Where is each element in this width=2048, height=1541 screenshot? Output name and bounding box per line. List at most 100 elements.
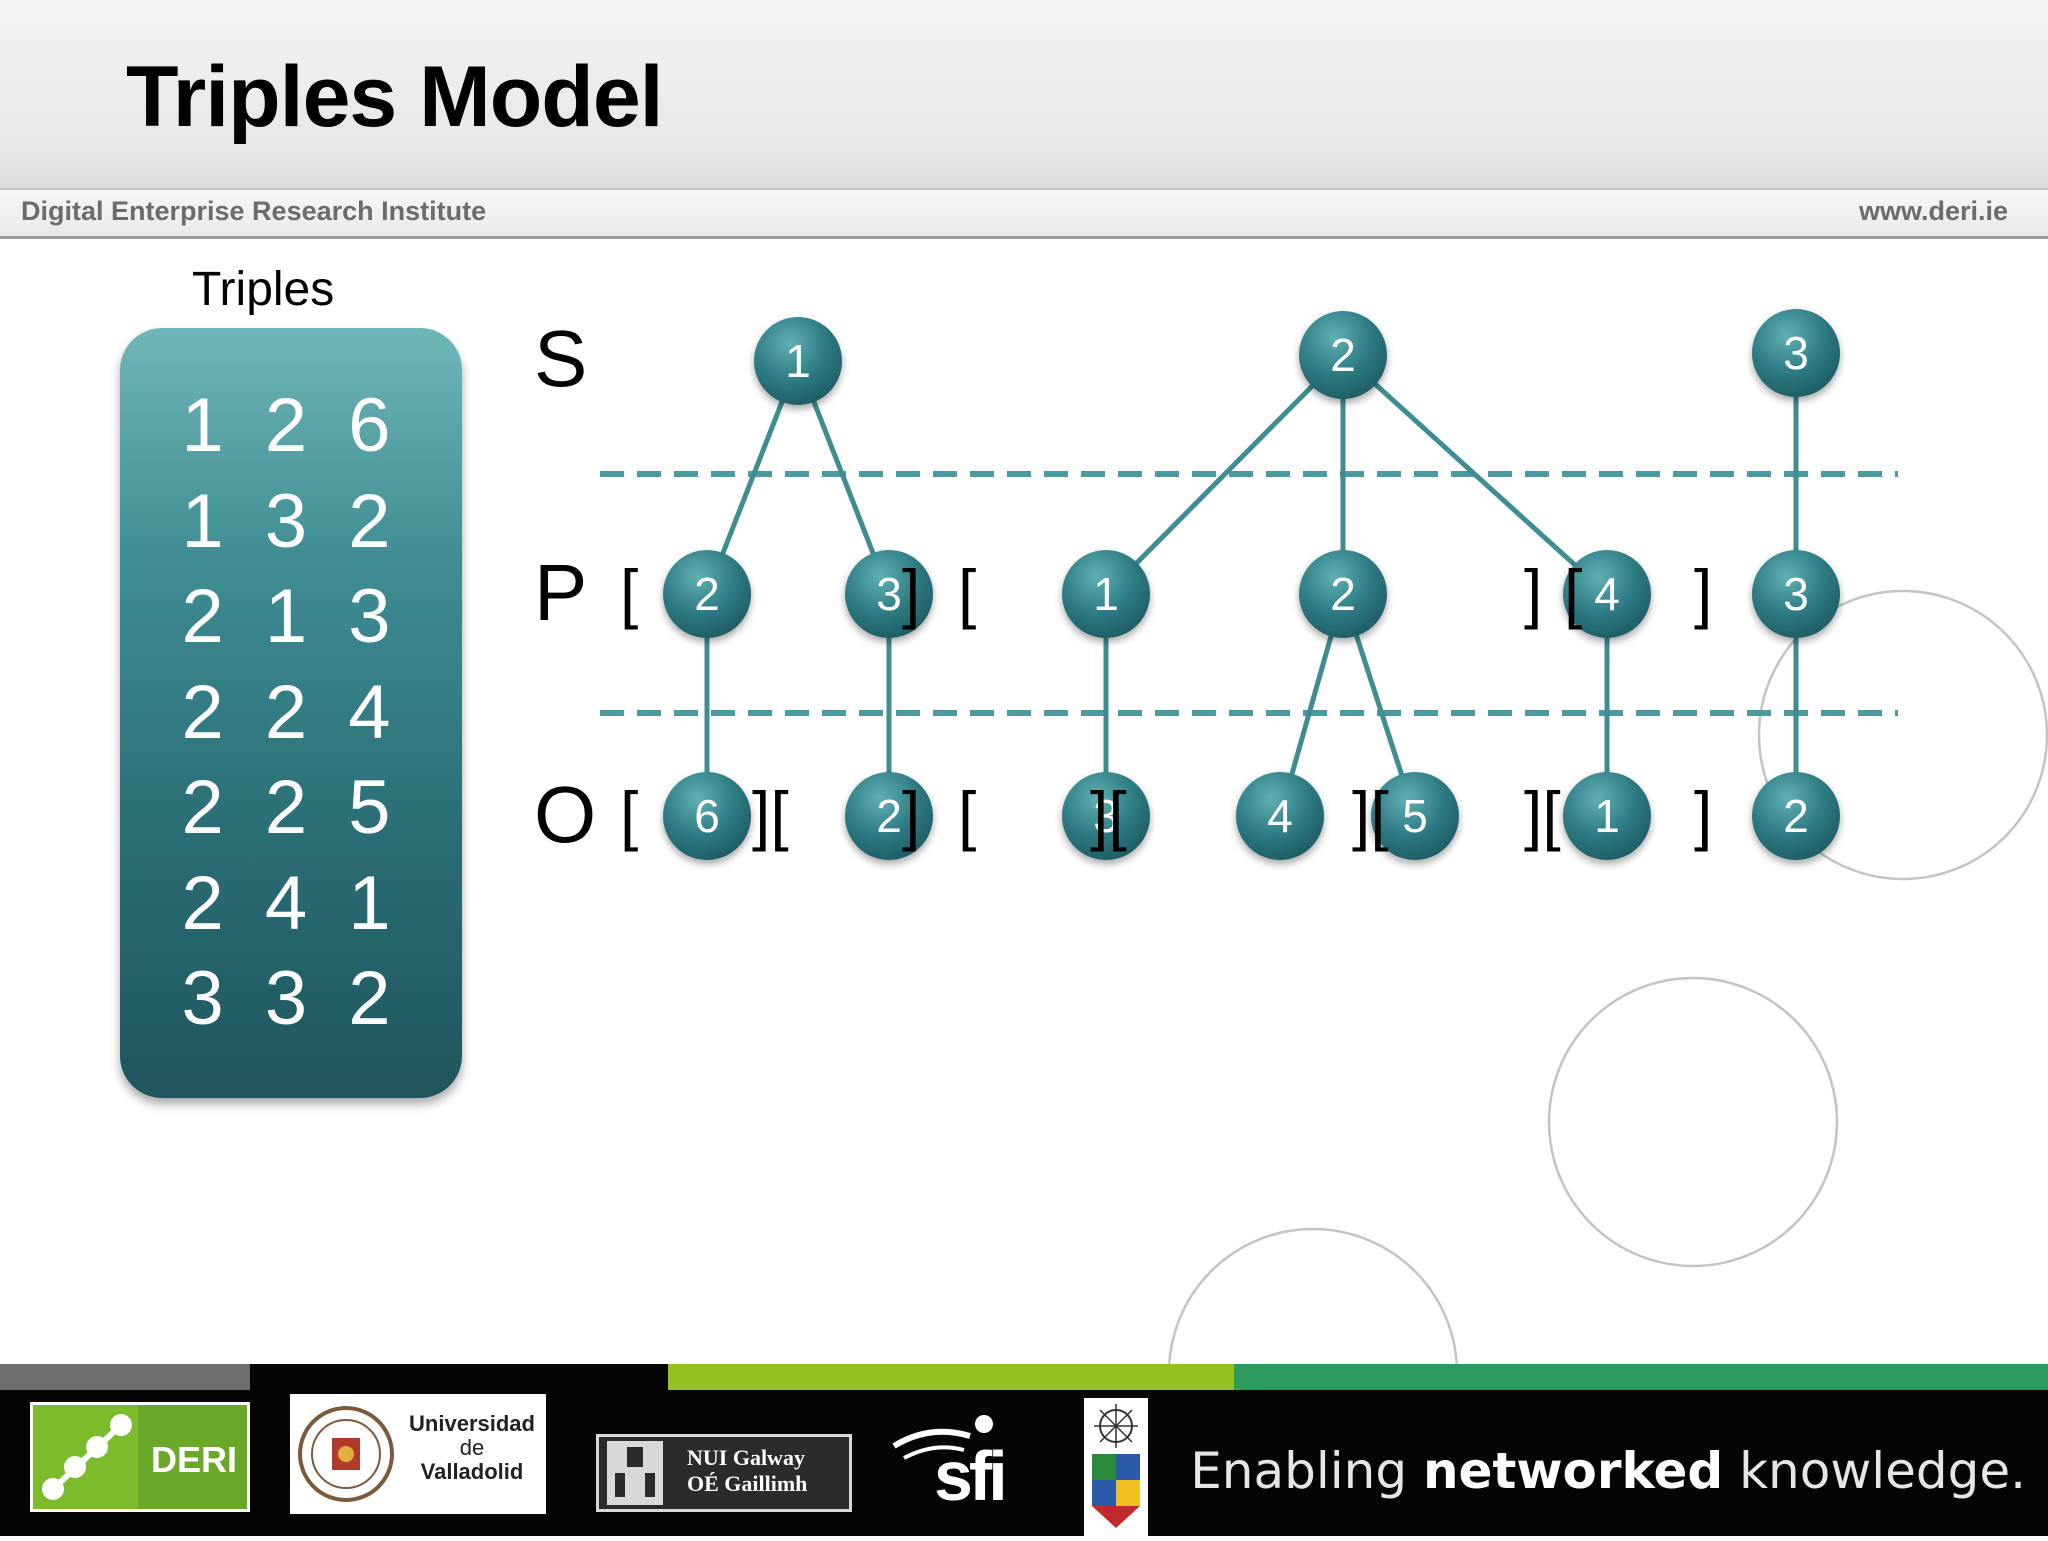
valladolid-logo-text: Universidad de Valladolid: [402, 1412, 542, 1484]
node-label: 1: [785, 335, 811, 387]
node-label: 3: [1783, 568, 1809, 620]
deri-logo-graphic: [33, 1405, 138, 1509]
bracket-close: ]: [1524, 556, 1542, 630]
node-label: 5: [1402, 790, 1428, 842]
row-label-subject: S: [534, 314, 587, 403]
triple-row: 1 2 6: [181, 383, 401, 468]
sfi-logo: sfi: [890, 1406, 1020, 1516]
triple-row: 3 3 2: [181, 956, 401, 1041]
footer-bar: DERI Universidad de Valladolid NUI Galwa…: [0, 1390, 2048, 1536]
node-label: 2: [694, 568, 720, 620]
predicate-node: 2: [663, 550, 751, 638]
node-circle: [1563, 772, 1651, 860]
node-circle: [1752, 772, 1840, 860]
triple-row: 2 1 3: [181, 574, 401, 659]
valladolid-line1: Universidad: [409, 1411, 535, 1436]
sfi-logo-text: sfi: [934, 1437, 1008, 1515]
bracket-close: ]: [902, 778, 920, 852]
nui-logo-text: NUI Galway OÉ Gaillimh: [687, 1445, 807, 1497]
node-circle: [1299, 311, 1387, 399]
edge: [1104, 353, 1345, 596]
node-circle: [845, 772, 933, 860]
predicate-node: 3: [1752, 550, 1840, 638]
node-circle: [1236, 772, 1324, 860]
nui-line2: OÉ Gaillimh: [687, 1471, 808, 1496]
tagline: Enabling networked knowledge.: [1190, 1442, 2026, 1500]
triples-list: 1 2 6 1 3 2 2 1 3 2 2 4 2 2 5 2 4 1 3 3 …: [120, 378, 462, 1047]
row-label-object: O: [534, 770, 596, 859]
node-circle: [1563, 550, 1651, 638]
valladolid-line2: de: [459, 1435, 485, 1460]
valladolid-seal-icon: [298, 1406, 394, 1502]
node-circle: [1371, 772, 1459, 860]
predicate-node: 3: [845, 550, 933, 638]
node-label: 2: [1330, 329, 1356, 381]
bracket-close: ]: [902, 556, 920, 630]
triple-row: 1 3 2: [181, 478, 401, 564]
slide-title: Triples Model: [126, 49, 664, 145]
website-url[interactable]: www.deri.ie: [1858, 196, 2008, 226]
bracket-open: [: [958, 556, 976, 630]
footer-stripe-lime: [668, 1364, 1234, 1390]
tagline-suffix: knowledge.: [1723, 1442, 2026, 1500]
decor-circle: [1757, 589, 2048, 881]
bracket-open: [: [620, 778, 638, 852]
node-circle: [1752, 550, 1840, 638]
triple-row: 2 2 4: [181, 669, 401, 755]
bracket-close: ]: [1694, 778, 1712, 852]
node-circle: [1062, 772, 1150, 860]
institute-name: Digital Enterprise Research Institute: [21, 196, 487, 226]
node-circle: [663, 772, 751, 860]
subject-node: 1: [754, 317, 842, 405]
node-circle: [663, 550, 751, 638]
node-label: 2: [1783, 790, 1809, 842]
node-label: 3: [1783, 327, 1809, 379]
object-node: 5: [1371, 772, 1459, 860]
bracket-pair: ][: [1524, 778, 1561, 852]
triple-row: 2 2 5: [181, 765, 401, 850]
edge: [1341, 353, 1609, 596]
node-label: 4: [1594, 568, 1620, 620]
nui-galway-logo: NUI Galway OÉ Gaillimh: [596, 1434, 852, 1512]
node-label: 1: [1594, 790, 1620, 842]
tagline-bold: networked: [1422, 1442, 1724, 1500]
nui-building-icon: [607, 1441, 663, 1505]
bracket-pair: ][: [1352, 778, 1389, 852]
triple-row: 2 4 1: [181, 860, 401, 946]
node-label: 2: [1330, 568, 1356, 620]
row-label-predicate: P: [534, 548, 587, 637]
object-node: 3: [1062, 772, 1150, 860]
valladolid-logo: Universidad de Valladolid: [290, 1394, 546, 1514]
node-circle: [1752, 309, 1840, 397]
predicate-node: 2: [1299, 550, 1387, 638]
object-node: 4: [1236, 772, 1324, 860]
node-circle: [1299, 550, 1387, 638]
valladolid-line3: Valladolid: [420, 1459, 524, 1484]
decor-circle: [1547, 976, 1839, 1268]
footer-stripe-gray: [0, 1364, 250, 1390]
institute-band: Digital Enterprise Research Institute ww…: [0, 190, 2048, 239]
bracket-open: [: [1564, 556, 1582, 630]
tagline-prefix: Enabling: [1190, 1442, 1423, 1500]
subject-node: 2: [1299, 311, 1387, 399]
deri-logo: DERI: [30, 1402, 250, 1512]
bracket-pair: ][: [1090, 778, 1127, 852]
node-label: 6: [694, 790, 720, 842]
crest-icon: [1092, 1404, 1140, 1528]
predicate-node: 4: [1563, 550, 1651, 638]
triples-caption: Triples: [192, 263, 335, 316]
predicate-node: 1: [1062, 550, 1150, 638]
object-node: 1: [1563, 772, 1651, 860]
node-label: 4: [1267, 790, 1293, 842]
object-node: 2: [845, 772, 933, 860]
triples-box: 1 2 6 1 3 2 2 1 3 2 2 4 2 2 5 2 4 1 3 3 …: [120, 328, 462, 1098]
sfi-swoosh-icon: [892, 1415, 993, 1460]
node-circle: [1062, 550, 1150, 638]
node-label: 1: [1093, 568, 1119, 620]
deri-logo-text: DERI: [151, 1439, 238, 1480]
node-circle: [845, 550, 933, 638]
bracket-open: [: [620, 556, 638, 630]
node-circle: [754, 317, 842, 405]
node-label: 3: [876, 568, 902, 620]
